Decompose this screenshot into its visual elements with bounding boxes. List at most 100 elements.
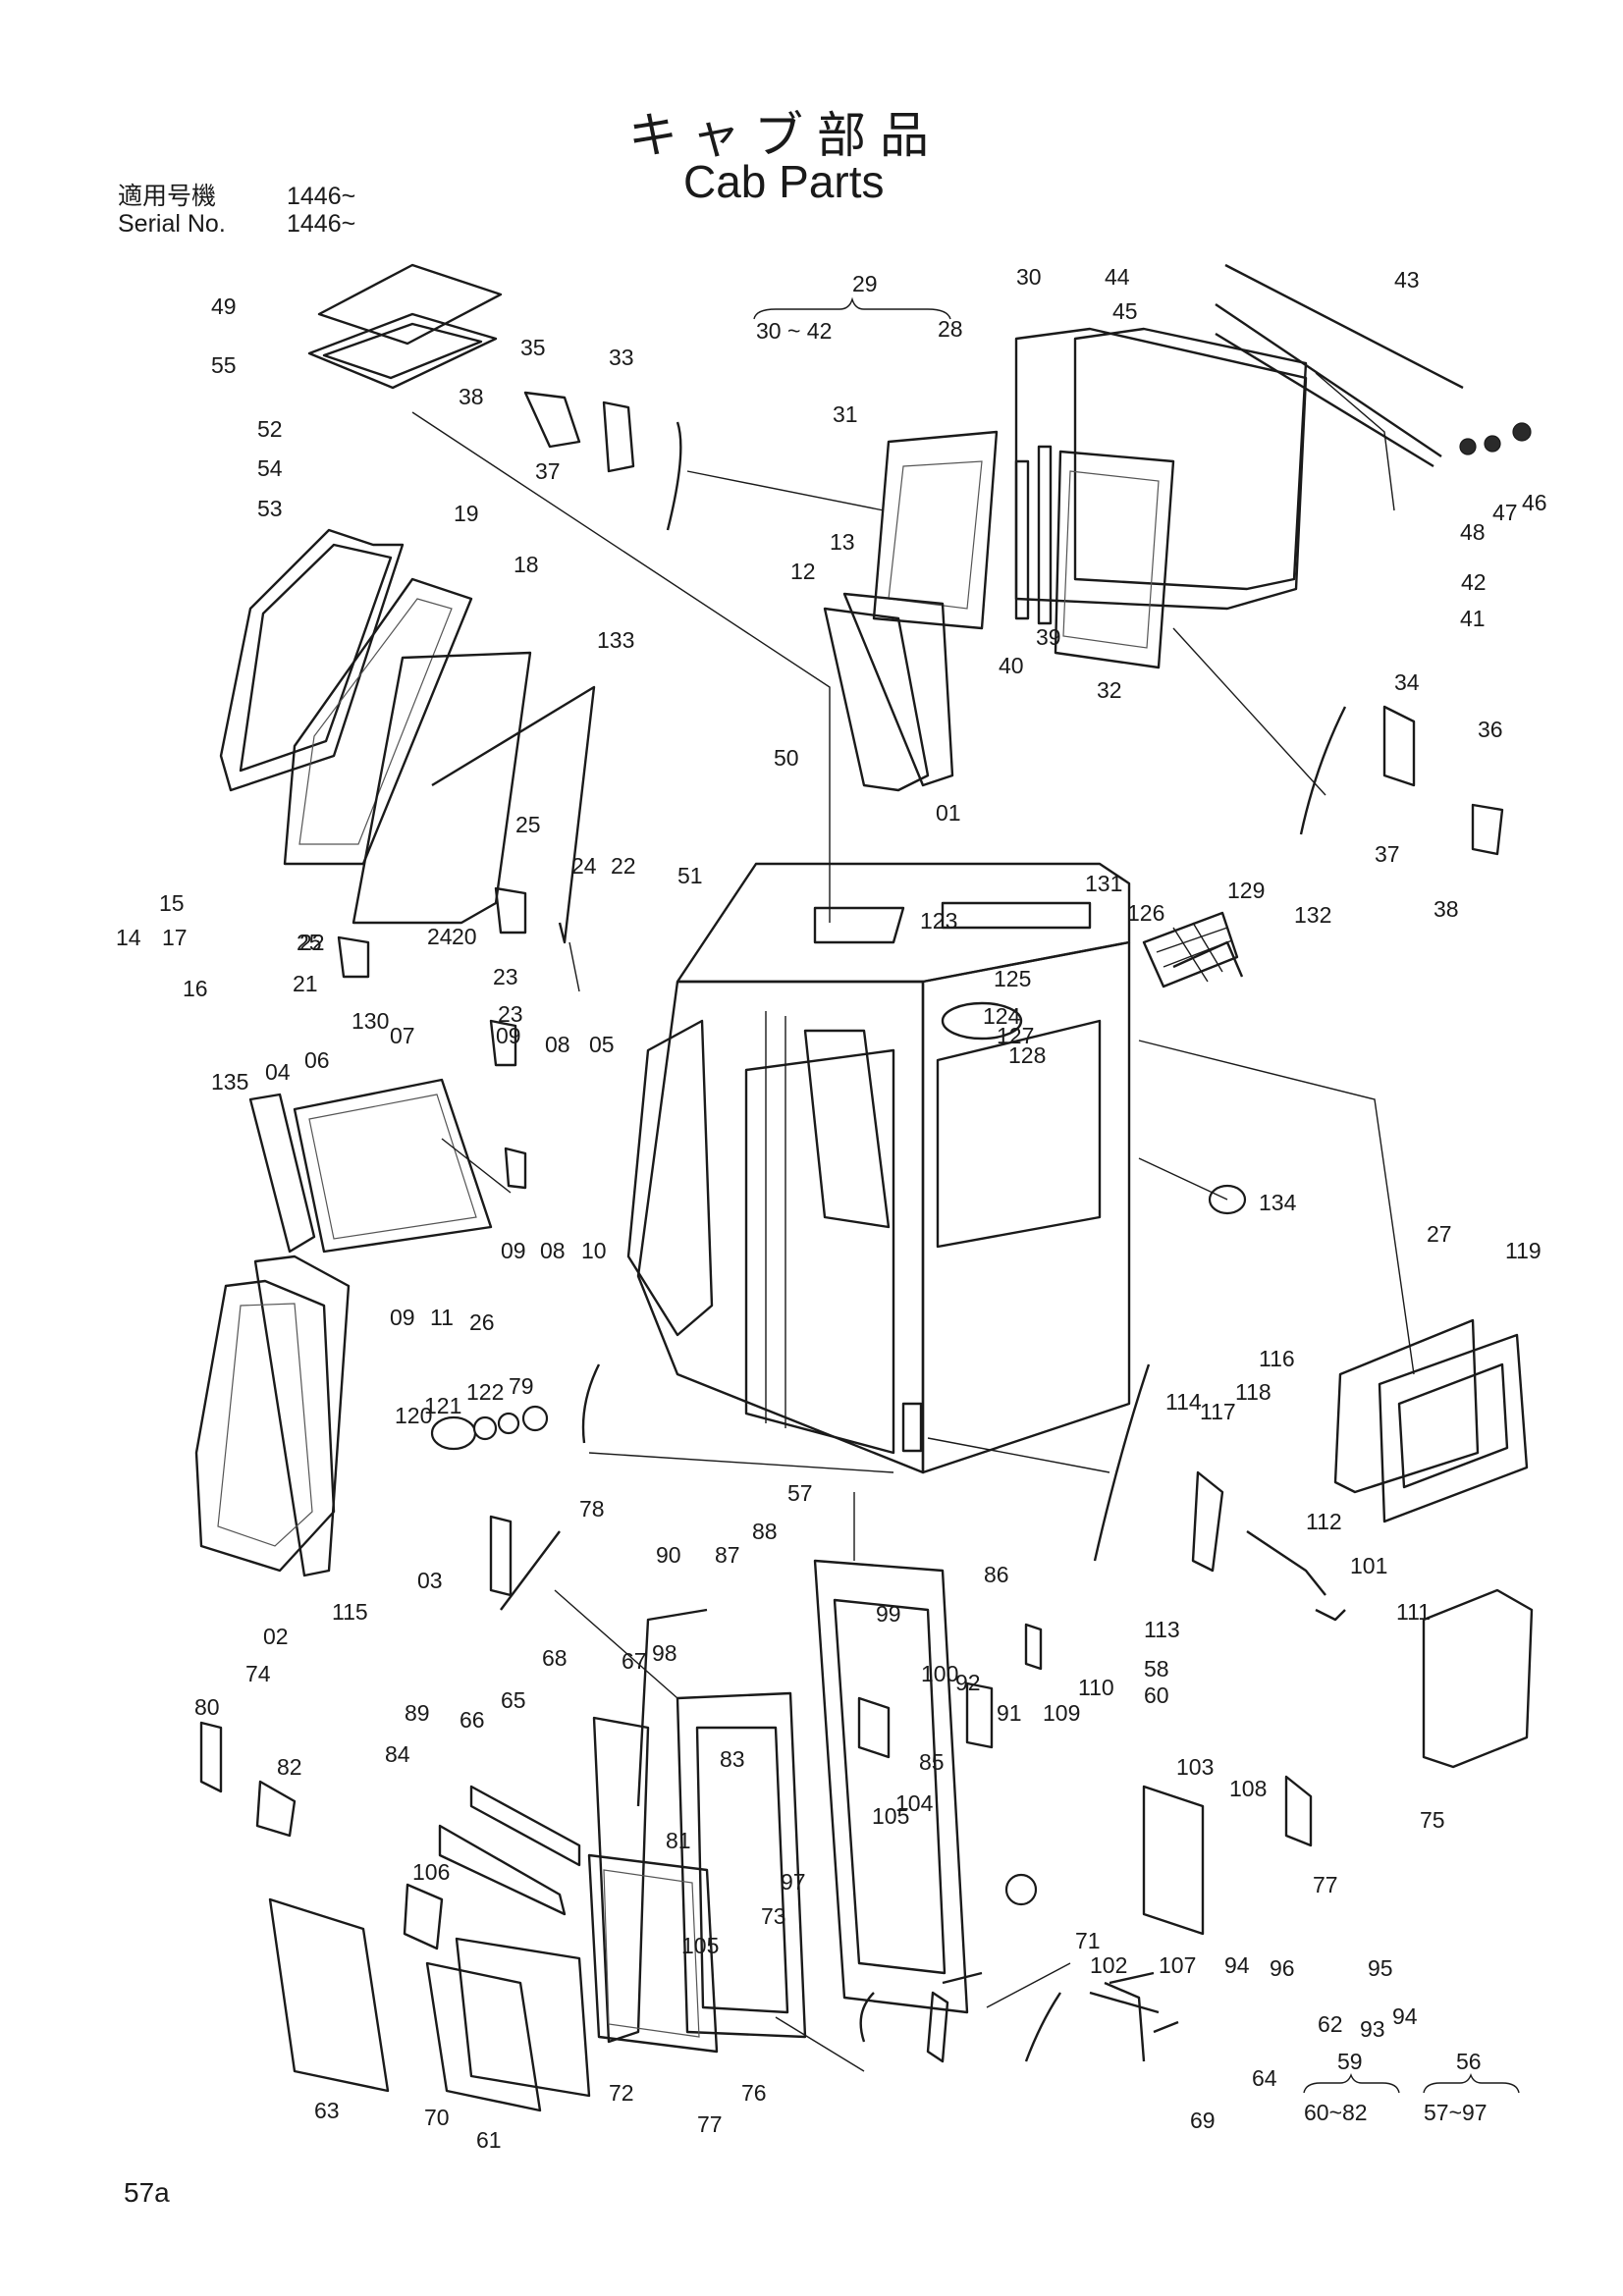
- callout-77: 77: [697, 2111, 723, 2137]
- callout-88: 88: [752, 1519, 778, 1544]
- callout-77: 77: [1313, 1872, 1338, 1897]
- callout-53: 53: [257, 496, 283, 521]
- callout-64: 64: [1252, 2065, 1277, 2091]
- callout-65: 65: [501, 1687, 526, 1713]
- callout-91: 91: [997, 1700, 1022, 1726]
- callout-135: 135: [211, 1069, 248, 1095]
- callout-12: 12: [790, 559, 816, 584]
- callout-82: 82: [277, 1754, 302, 1780]
- callout-25: 25: [515, 812, 541, 837]
- callout-85: 85: [919, 1749, 945, 1775]
- leader-lines: [411, 372, 1415, 2072]
- callout-93: 93: [1360, 2016, 1385, 2042]
- callout-103: 103: [1176, 1754, 1214, 1780]
- callout-100: 100: [921, 1661, 958, 1686]
- callout-99: 99: [876, 1601, 901, 1627]
- callout-55: 55: [211, 352, 237, 378]
- callout-90: 90: [656, 1542, 681, 1568]
- callout-108: 108: [1229, 1776, 1267, 1801]
- callout-40: 40: [999, 653, 1024, 678]
- front-upper-window-assembly: [872, 327, 1308, 669]
- page-title-japanese: キャブ部品: [628, 107, 943, 164]
- callout-20: 20: [452, 924, 477, 949]
- callout-62: 62: [1318, 2011, 1343, 2037]
- callout-63: 63: [314, 2098, 340, 2123]
- callout-126: 126: [1127, 900, 1164, 926]
- callout-43: 43: [1394, 267, 1420, 293]
- callout-86: 86: [984, 1562, 1009, 1587]
- window-rails: [1215, 263, 1532, 468]
- callout-132: 132: [1294, 902, 1331, 928]
- callout-94: 94: [1392, 2003, 1418, 2029]
- callout-95: 95: [1368, 1955, 1393, 1981]
- callout-129: 129: [1227, 878, 1265, 903]
- callout-51: 51: [677, 863, 703, 888]
- callout-27: 27: [1427, 1221, 1452, 1247]
- callout-92: 92: [955, 1670, 981, 1695]
- rear-window: [1333, 1318, 1529, 1523]
- callout-117: 117: [1200, 1399, 1236, 1424]
- callout-26: 26: [469, 1309, 495, 1335]
- callout-08: 08: [540, 1238, 566, 1263]
- cab-body: [626, 862, 1131, 1474]
- callout-44: 44: [1105, 264, 1130, 290]
- callout-68: 68: [542, 1645, 568, 1671]
- callout-127: 127: [997, 1023, 1034, 1048]
- callout-25: 25: [297, 930, 322, 955]
- callout-123: 123: [920, 908, 957, 934]
- callout-32: 32: [1097, 677, 1122, 703]
- callout-22: 22: [611, 853, 636, 879]
- callout-41: 41: [1460, 606, 1486, 631]
- access-door-assembly: [268, 1559, 983, 2112]
- callout-16: 16: [183, 976, 208, 1001]
- callout-02: 02: [263, 1624, 289, 1649]
- callout-34: 34: [1394, 669, 1420, 695]
- callout-79: 79: [509, 1373, 534, 1399]
- callout-28: 28: [938, 316, 963, 342]
- callout-102: 102: [1090, 1952, 1127, 1978]
- callout-04: 04: [265, 1059, 291, 1085]
- group-59-label: 59: [1337, 2049, 1363, 2074]
- callout-122: 122: [466, 1379, 504, 1405]
- callout-97: 97: [781, 1869, 806, 1895]
- callout-24: 24: [427, 924, 453, 949]
- callout-107: 107: [1159, 1952, 1196, 1978]
- callout-94: 94: [1224, 1952, 1250, 1978]
- callout-105: 105: [681, 1933, 719, 1958]
- callout-133: 133: [597, 627, 634, 653]
- callout-98: 98: [652, 1640, 677, 1666]
- group-29-label: 29: [852, 271, 878, 296]
- callout-54: 54: [257, 455, 283, 481]
- callout-114: 114: [1165, 1389, 1202, 1415]
- callout-33: 33: [609, 345, 634, 370]
- callout-119: 119: [1505, 1238, 1542, 1263]
- callout-105: 105: [872, 1803, 909, 1829]
- callout-23: 23: [493, 964, 518, 989]
- callout-130: 130: [352, 1008, 389, 1034]
- callout-131: 131: [1085, 871, 1122, 896]
- callout-21: 21: [293, 971, 318, 996]
- callout-09: 09: [390, 1305, 415, 1330]
- callout-74: 74: [245, 1661, 271, 1686]
- callout-101: 101: [1350, 1553, 1387, 1578]
- callout-05: 05: [589, 1032, 615, 1057]
- callout-116: 116: [1259, 1346, 1295, 1371]
- callout-18: 18: [514, 552, 539, 577]
- callout-49: 49: [211, 294, 237, 319]
- callout-47: 47: [1492, 500, 1518, 525]
- callout-03: 03: [417, 1568, 443, 1593]
- serial-value-en: 1446~: [287, 210, 356, 238]
- callout-60: 60: [1144, 1682, 1169, 1708]
- callout-128: 128: [1008, 1042, 1046, 1068]
- callout-75: 75: [1420, 1807, 1445, 1833]
- callout-71: 71: [1075, 1928, 1101, 1953]
- side-window: [248, 1078, 493, 1254]
- callout-09: 09: [496, 1023, 521, 1048]
- callout-22: 22: [299, 930, 325, 955]
- callout-118: 118: [1235, 1379, 1271, 1405]
- callout-112: 112: [1306, 1509, 1342, 1534]
- callout-19: 19: [454, 501, 479, 526]
- callout-17: 17: [162, 925, 188, 950]
- callout-113: 113: [1144, 1617, 1180, 1642]
- callout-111: 111: [1396, 1599, 1431, 1625]
